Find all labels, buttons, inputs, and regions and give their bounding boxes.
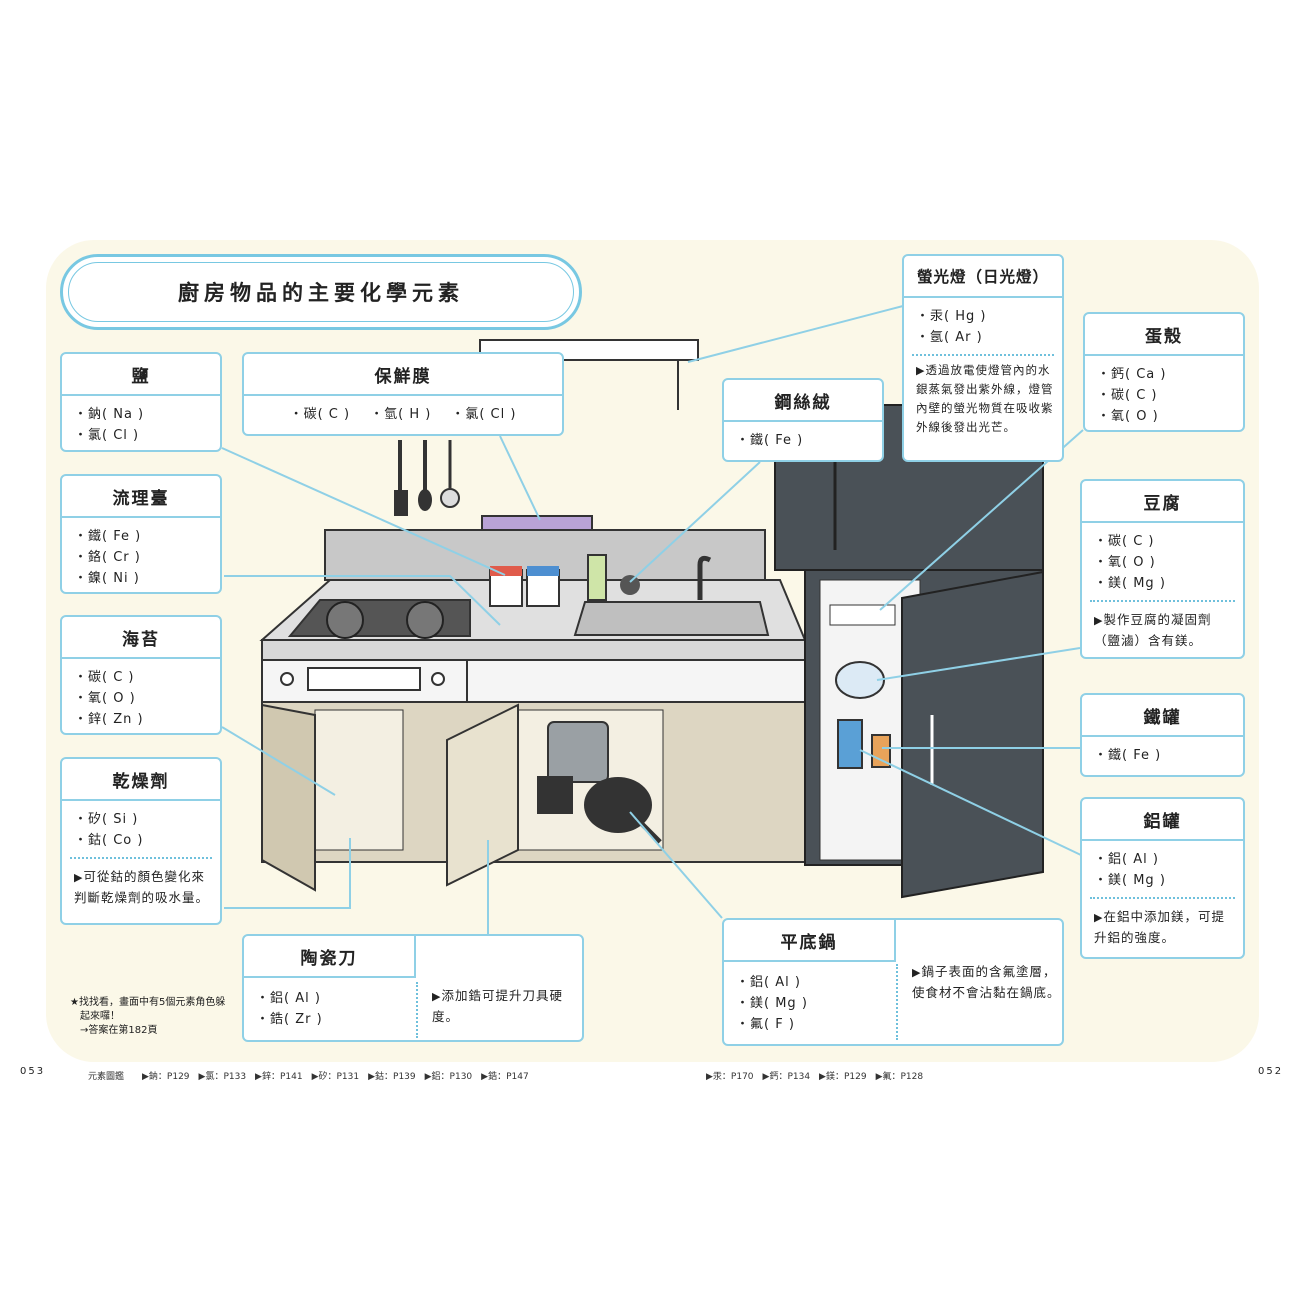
element-item: 鋁( Al )	[736, 972, 808, 993]
element-item: 矽( Si )	[74, 809, 220, 830]
card-note: 可從鈷的顏色變化來判斷乾燥劑的吸水量。	[62, 859, 220, 908]
card-title: 鋁罐	[1082, 799, 1243, 841]
element-item: 鐵( Fe )	[1094, 745, 1243, 766]
element-item: 鋁( Al )	[256, 988, 323, 1009]
card-note: 製作豆腐的凝固劑（鹽滷）含有鎂。	[1082, 602, 1243, 651]
dotted-divider	[1090, 897, 1235, 899]
element-item: 碳( C )	[1097, 385, 1243, 406]
element-item: 鋅( Zn )	[74, 709, 220, 730]
card-sink: 流理臺 鐵( Fe )鉻( Cr )鎳( Ni )	[60, 474, 222, 594]
dotted-divider	[70, 857, 212, 859]
element-item: 鐵( Fe )	[74, 526, 220, 547]
card-aluminum-can: 鋁罐 鋁( Al )鎂( Mg ) 在鋁中添加鎂，可提升鋁的強度。	[1080, 797, 1245, 959]
element-item: 鈉( Na )	[74, 404, 220, 425]
card-title: 保鮮膜	[244, 354, 562, 396]
card-title: 平底鍋	[724, 920, 896, 962]
card-salt: 鹽 鈉( Na )氯( Cl )	[60, 352, 222, 452]
card-note: 鍋子表面的含氟塗層，使食材不會沾黏在鍋底。	[900, 954, 1076, 1003]
card-steel-can: 鐵罐 鐵( Fe )	[1080, 693, 1245, 777]
card-title: 鹽	[62, 354, 220, 396]
page-number-left: 053	[20, 1066, 46, 1077]
element-item: 鎂( Mg )	[736, 993, 808, 1014]
element-item: 鐵( Fe )	[736, 430, 882, 451]
page-title: 廚房物品的主要化學元素	[68, 262, 574, 322]
element-item: 碳( C )	[1094, 531, 1243, 552]
element-item: 氫( H )	[370, 404, 431, 425]
dotted-divider	[416, 982, 418, 1038]
dotted-divider	[1090, 600, 1235, 602]
card-title: 豆腐	[1082, 481, 1243, 523]
card-title: 蛋殼	[1085, 314, 1243, 356]
hint-line: →答案在第182頁	[80, 1025, 158, 1036]
card-steel-wool: 鋼絲絨 鐵( Fe )	[722, 378, 884, 462]
card-frying-pan: 平底鍋 鋁( Al )鎂( Mg )氟( F ) 鍋子表面的含氟塗層，使食材不會…	[722, 918, 1064, 1046]
element-item: 碳( C )	[290, 404, 351, 425]
element-item: 汞( Hg )	[916, 306, 1062, 327]
element-item: 氬( Ar )	[916, 327, 1062, 348]
element-item: 碳( C )	[74, 667, 220, 688]
element-item: 氯( Cl )	[74, 425, 220, 446]
card-title: 陶瓷刀	[244, 936, 416, 978]
card-title: 流理臺	[62, 476, 220, 518]
footer-index-right: ▶汞：P170 ▶鈣：P134 ▶鎂：P129 ▶氟：P128	[706, 1072, 924, 1082]
card-title: 鐵罐	[1082, 695, 1243, 737]
hint-line: ★找找看，畫面中有5個元素角色躲	[70, 997, 226, 1008]
dotted-divider	[912, 354, 1054, 356]
element-item: 氧( O )	[1094, 552, 1243, 573]
element-item: 鎂( Mg )	[1094, 870, 1243, 891]
card-desiccant: 乾燥劑 矽( Si )鈷( Co ) 可從鈷的顏色變化來判斷乾燥劑的吸水量。	[60, 757, 222, 925]
element-item: 鎳( Ni )	[74, 568, 220, 589]
card-title: 乾燥劑	[62, 759, 220, 801]
card-seaweed: 海苔 碳( C )氧( O )鋅( Zn )	[60, 615, 222, 735]
element-item: 鋯( Zr )	[256, 1009, 323, 1030]
element-item: 鎂( Mg )	[1094, 573, 1243, 594]
element-item: 鈣( Ca )	[1097, 364, 1243, 385]
hidden-characters-hint: ★找找看，畫面中有5個元素角色躲 起來囉！ →答案在第182頁	[70, 996, 225, 1038]
card-fluorescent-lamp: 螢光燈（日光燈） 汞( Hg )氬( Ar ) 透過放電使燈管內的水銀蒸氣發出紫…	[902, 254, 1064, 462]
dotted-divider	[896, 964, 898, 1040]
card-tofu: 豆腐 碳( C )氧( O )鎂( Mg ) 製作豆腐的凝固劑（鹽滷）含有鎂。	[1080, 479, 1245, 659]
card-note: 透過放電使燈管內的水銀蒸氣發出紫外線，燈管內壁的螢光物質在吸收紫外線後發出光芒。	[904, 356, 1062, 437]
footer-index-left: 元素圖鑑 ▶鈉：P129 ▶氯：P133 ▶鋅：P141 ▶矽：P131 ▶鈷：…	[88, 1072, 529, 1082]
element-item: 鈷( Co )	[74, 830, 220, 851]
page-title-box: 廚房物品的主要化學元素	[60, 254, 582, 330]
hint-line: 起來囉！	[80, 1011, 120, 1022]
element-item: 氧( O )	[1097, 406, 1243, 427]
element-item: 氯( Cl )	[451, 404, 516, 425]
card-title: 海苔	[62, 617, 220, 659]
card-title: 螢光燈（日光燈）	[904, 256, 1062, 298]
card-eggshell: 蛋殼 鈣( Ca )碳( C )氧( O )	[1083, 312, 1245, 432]
element-item: 鉻( Cr )	[74, 547, 220, 568]
card-note: 添加鋯可提升刀具硬度。	[420, 978, 596, 1027]
element-item: 氧( O )	[74, 688, 220, 709]
card-wrap: 保鮮膜 碳( C ) 氫( H ) 氯( Cl )	[242, 352, 564, 436]
element-item: 鋁( Al )	[1094, 849, 1243, 870]
element-item: 氟( F )	[736, 1014, 808, 1035]
card-note: 在鋁中添加鎂，可提升鋁的強度。	[1082, 899, 1243, 948]
card-knife: 陶瓷刀 鋁( Al )鋯( Zr ) 添加鋯可提升刀具硬度。	[242, 934, 584, 1042]
page-number-right: 052	[1258, 1066, 1284, 1077]
card-title: 鋼絲絨	[724, 380, 882, 422]
